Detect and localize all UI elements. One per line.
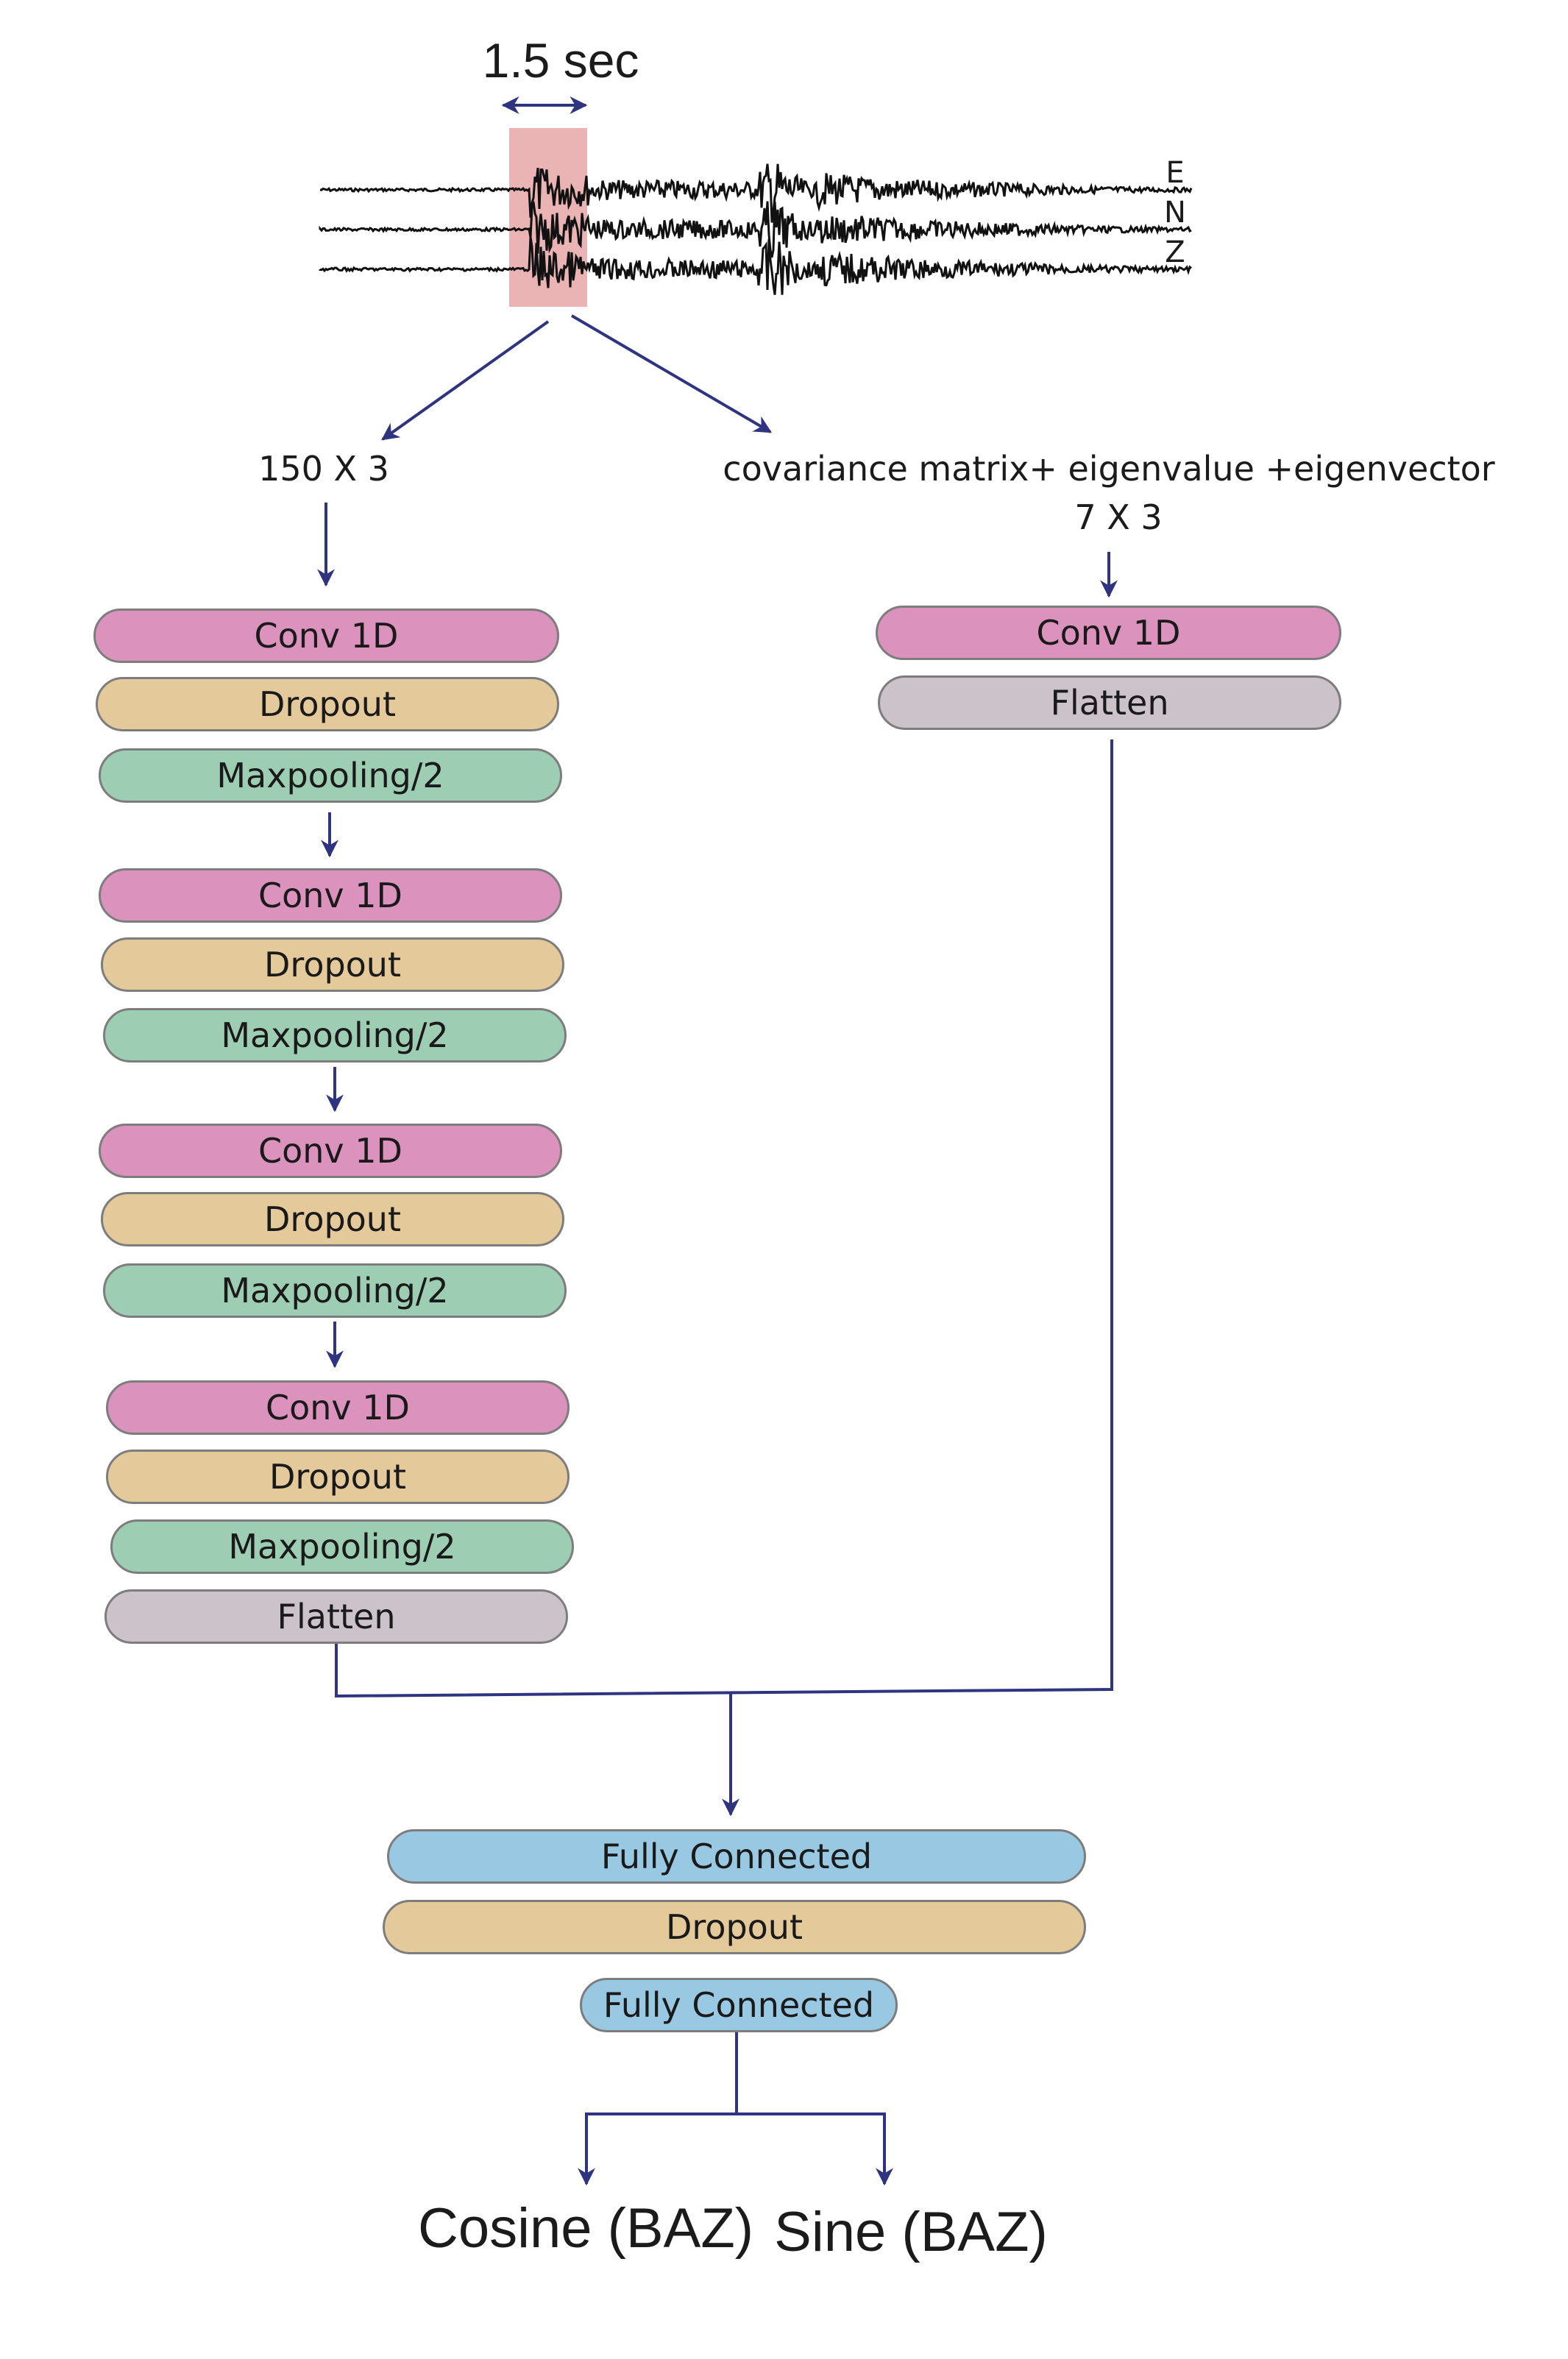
trace-n [319,201,1192,258]
left-maxpool-4: Maxpooling/2 [110,1519,574,1574]
fully-connected-2: Fully Connected [580,1978,898,2032]
left-dropout-1: Dropout [96,677,559,731]
output-arrow-sine [737,2113,893,2186]
merge-connector [335,739,1113,1698]
arrow-to-covariance-input [570,314,773,433]
left-maxpool-2: Maxpooling/2 [103,1008,567,1063]
right-flatten: Flatten [878,675,1341,730]
output-cosine-baz: Cosine (BAZ) [417,2197,754,2260]
left-conv1d-1: Conv 1D [93,609,559,663]
left-maxpool-3: Maxpooling/2 [103,1263,567,1318]
left-dropout-2: Dropout [101,937,564,992]
channel-label-n: N [1164,196,1186,230]
trace-e [319,163,1193,223]
channel-label-e: E [1166,156,1185,190]
covariance-input-desc: covariance matrix+ eigenvalue +eigenvect… [723,449,1495,489]
left-dropout-4: Dropout [106,1450,570,1504]
left-flatten: Flatten [104,1589,568,1644]
output-sine-baz: Sine (BAZ) [774,2201,1048,2263]
trace-z [319,236,1192,295]
left-conv1d-4: Conv 1D [106,1380,570,1435]
covariance-input-shape: 7 X 3 [1074,497,1163,537]
seismic-traces [319,163,1193,295]
left-conv1d-3: Conv 1D [99,1124,562,1178]
left-dropout-3: Dropout [101,1192,564,1246]
channel-label-z: Z [1165,235,1185,269]
arrow-to-raw-input [381,320,550,441]
left-maxpool-1: Maxpooling/2 [99,748,562,803]
head-dropout: Dropout [383,1900,1086,1954]
raw-input-shape: 150 X 3 [258,449,389,489]
left-conv1d-2: Conv 1D [99,868,562,923]
fully-connected-1: Fully Connected [387,1829,1086,1884]
output-arrow-cosine [578,2113,737,2186]
right-conv1d: Conv 1D [876,606,1341,660]
window-duration-label: 1.5 sec [482,33,639,88]
